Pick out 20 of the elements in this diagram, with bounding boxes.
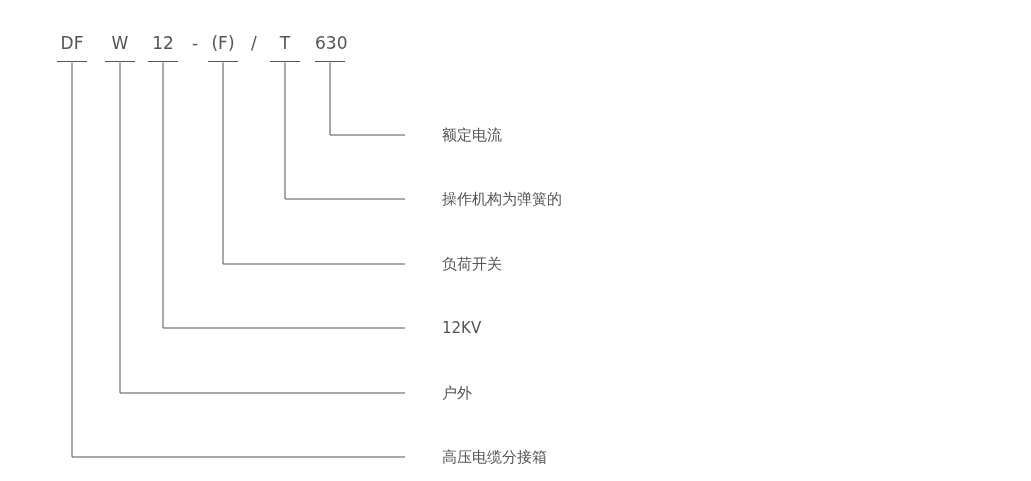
code-segment: DF	[57, 24, 87, 62]
leader-line	[119, 62, 406, 394]
description-label: 户外	[405, 381, 472, 405]
description-label: 额定电流	[405, 123, 502, 147]
code-segment: 630	[315, 24, 345, 62]
leader-line	[222, 62, 406, 265]
leader-line	[71, 62, 406, 458]
code-segment: W	[105, 24, 135, 62]
code-segment: 12	[148, 24, 178, 62]
description-label: 负荷开关	[405, 252, 502, 276]
description-label: 操作机构为弹簧的	[405, 187, 562, 211]
separator-sign: /	[251, 32, 257, 55]
code-segment: T	[270, 24, 300, 62]
description-label: 高压电缆分接箱	[405, 445, 547, 469]
leader-line	[329, 62, 406, 136]
code-segment: (F)	[208, 24, 238, 62]
leader-line	[284, 62, 406, 200]
separator-sign: -	[192, 32, 199, 55]
leader-line	[162, 62, 406, 329]
description-label: 12KV	[405, 316, 482, 340]
